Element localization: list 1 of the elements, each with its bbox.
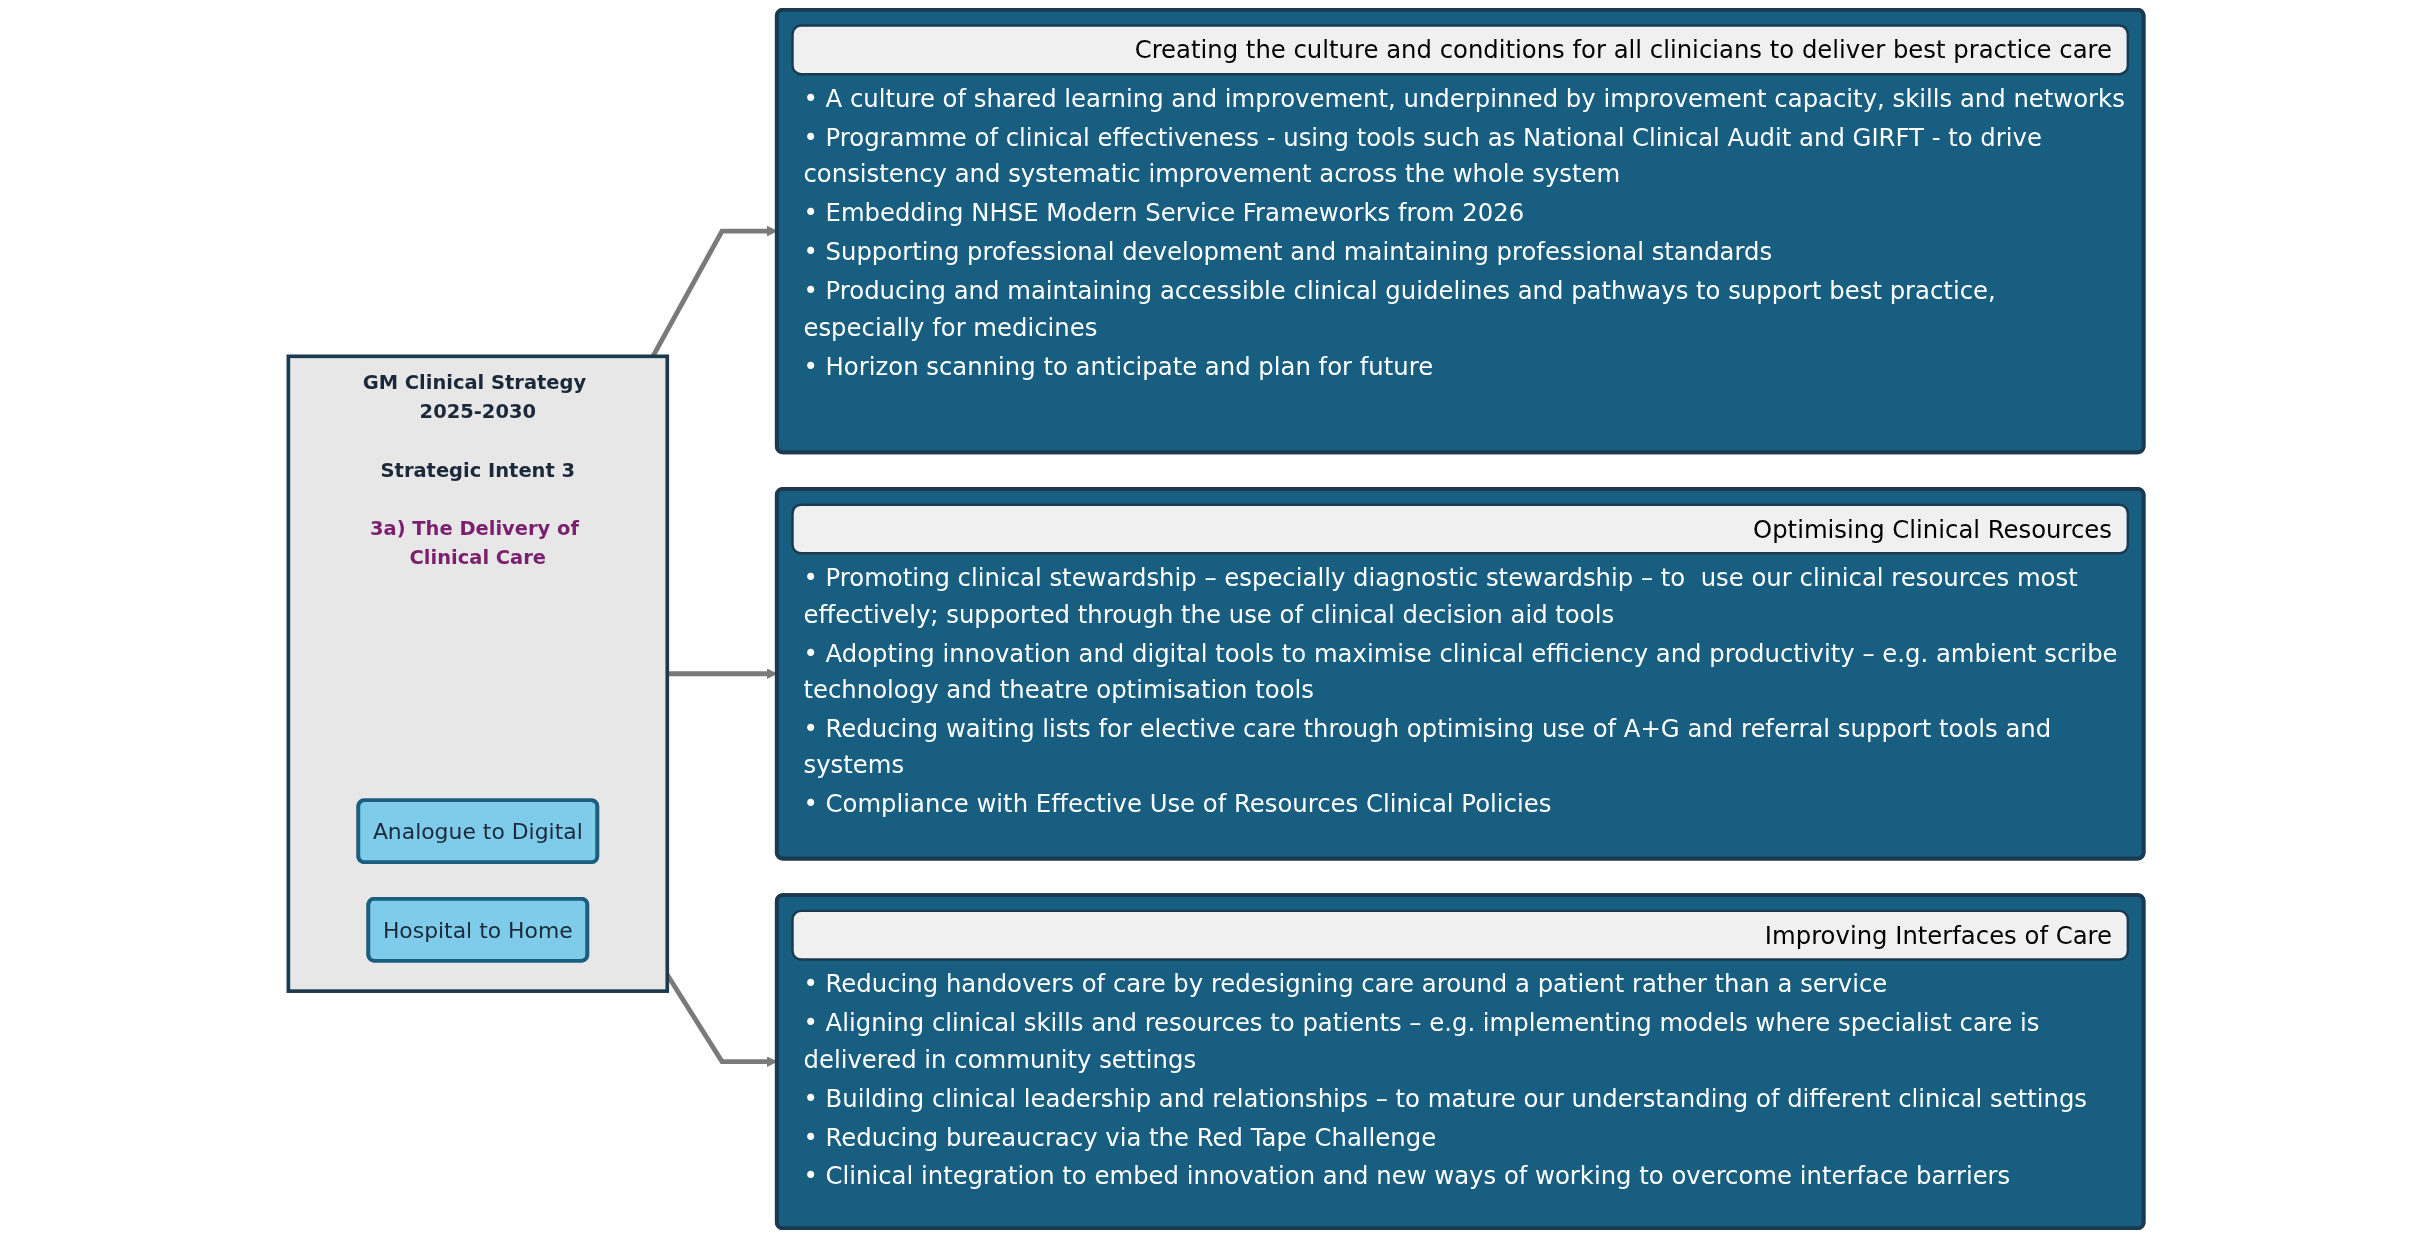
arrow [667, 668, 778, 680]
